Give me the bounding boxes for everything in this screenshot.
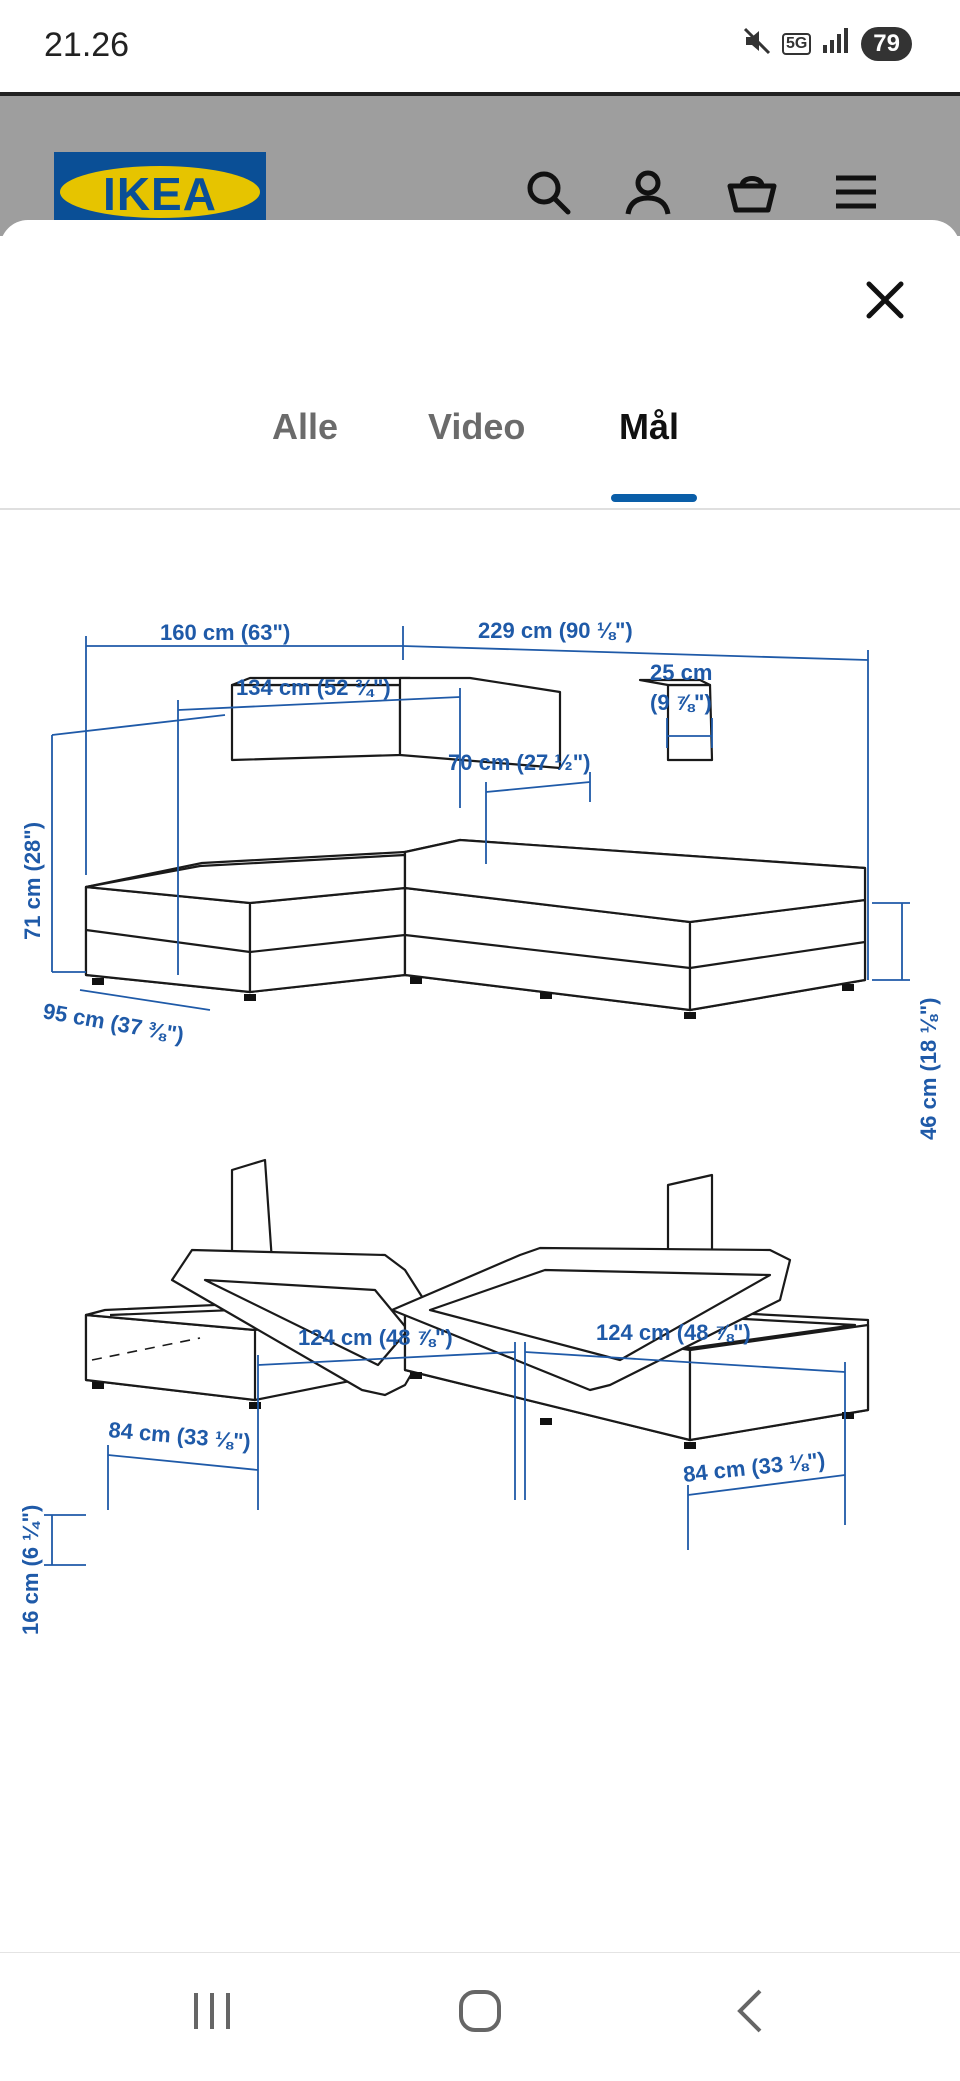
menu-icon[interactable] xyxy=(832,168,880,216)
recent-apps-button[interactable] xyxy=(190,1987,234,2040)
dimension-drawing: 160 cm (63") 229 cm (90 ⅛") 134 cm (52 ¾… xyxy=(18,618,941,1635)
mute-icon xyxy=(742,26,772,61)
account-icon[interactable] xyxy=(624,168,672,216)
dim-seat-height: 46 cm (18 ⅛") xyxy=(916,997,941,1140)
close-button[interactable] xyxy=(855,270,915,330)
tab-maal[interactable]: Mål xyxy=(619,406,680,447)
dim-armrest-cm: 25 cm xyxy=(650,660,712,685)
dim-storage-left-depth: 84 cm (33 ⅛") xyxy=(108,1417,252,1454)
basket-icon[interactable] xyxy=(724,168,780,216)
status-bar: 21.26 5G 79 xyxy=(0,0,960,92)
signal-icon xyxy=(821,27,851,60)
status-icons: 5G 79 xyxy=(742,26,912,61)
media-sheet: Alle Video Mål xyxy=(0,220,960,1952)
sofa-storage-open xyxy=(84,1158,870,1449)
dim-storage-right-width: 124 cm (48 ⅞") xyxy=(596,1320,751,1345)
network-type: 5G xyxy=(781,32,812,55)
sofa-assembled xyxy=(84,676,867,1019)
back-icon xyxy=(737,1989,762,2033)
home-icon xyxy=(459,1990,501,2032)
page-header-dimmed: IKEA xyxy=(0,92,960,236)
active-tab-indicator xyxy=(611,494,697,502)
recent-apps-icon xyxy=(194,1993,230,2029)
dim-width-right: 229 cm (90 ⅛") xyxy=(478,618,633,643)
dim-armrest-in: (9 ⅞") xyxy=(650,690,712,715)
dimension-lines-top xyxy=(51,626,910,1011)
dim-seat-depth: 70 cm (27 ½") xyxy=(448,750,591,775)
close-icon xyxy=(866,281,904,319)
status-time: 21.26 xyxy=(44,26,130,64)
home-button[interactable] xyxy=(456,1987,504,2040)
dim-width-left: 160 cm (63") xyxy=(160,620,290,645)
dim-storage-height: 16 cm (6 ¼") xyxy=(18,1505,43,1635)
ikea-logo-text: IKEA xyxy=(103,168,217,220)
dim-height: 71 cm (28") xyxy=(20,822,45,940)
tab-alle[interactable]: Alle xyxy=(272,406,339,447)
search-icon[interactable] xyxy=(524,168,572,216)
system-nav-bar xyxy=(0,1952,960,2081)
dim-storage-left-width: 124 cm (48 ⅞") xyxy=(298,1325,453,1350)
ikea-logo[interactable]: IKEA xyxy=(54,152,266,232)
back-button[interactable] xyxy=(730,1987,770,2040)
battery-level: 79 xyxy=(861,26,912,61)
media-tabs: Alle Video Mål xyxy=(0,390,960,510)
dim-seat-width-left: 134 cm (52 ¾") xyxy=(236,675,391,700)
dim-depth: 95 cm (37 ⅜") xyxy=(41,998,186,1047)
tab-video[interactable]: Video xyxy=(428,406,526,447)
dimension-lines-bottom xyxy=(44,1342,846,1566)
